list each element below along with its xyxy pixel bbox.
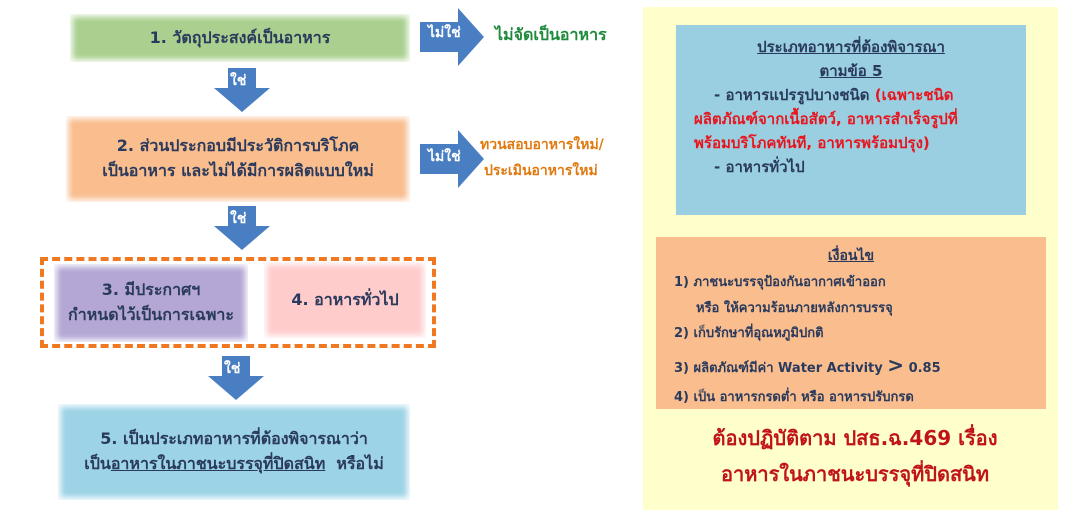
step4-text: 4. อาหารทั่วไป <box>291 289 399 309</box>
yes-arrow-2 <box>214 206 270 250</box>
step3-box: 3. มีประกาศฯ กำหนดไว้เป็นการเฉพาะ <box>54 264 248 342</box>
condition-1-line1: 1) ภาชนะบรรจุป้องกันอากาศเข้าออก <box>674 275 886 291</box>
condition-3-symbol: > <box>887 353 905 378</box>
conclusion-line2: อาหารในภาชนะบรรจุที่ปิดสนิท <box>720 462 990 486</box>
condition-1-line2: หรือ ให้ความร้อนภายหลังการบรรจุ <box>696 300 893 316</box>
yes-label-3: ใช่ <box>224 361 241 377</box>
food-type-item-1-red-1: (เฉพาะชนิด <box>874 86 954 104</box>
step4-box: 4. อาหารทั่วไป <box>264 262 426 338</box>
conclusion: ต้องปฏิบัติตาม ปสธ.ฉ.469 เรื่อง อาหารในภ… <box>660 420 1050 492</box>
condition-4: 4) เป็น อาหารกรดต่ำ หรือ อาหารปรับกรด <box>674 390 914 406</box>
conclusion-line1: ต้องปฏิบัติตาม ปสธ.ฉ.469 เรื่อง <box>712 426 998 450</box>
food-type-item-1: - อาหารแปรรูปบางชนิด (เฉพาะชนิด <box>694 83 1008 107</box>
condition-3: 3) ผลิตภัณฑ์มีค่า Water Activity > 0.85 <box>674 346 1028 385</box>
yes-arrow-3 <box>208 356 264 400</box>
conditions-title: เงื่อนไข <box>827 248 875 264</box>
food-type-item-1-prefix: - อาหารแปรรูปบางชนิด <box>714 86 870 104</box>
condition-2: 2) เก็บรักษาที่อุณหภูมิปกติ <box>674 325 824 341</box>
step5-suffix: หรือไม่ <box>336 454 384 473</box>
yes-arrow-1 <box>214 68 270 112</box>
step5-text-line1: 5. เป็นประเภทอาหารที่ต้องพิจารณาว่า <box>100 429 368 449</box>
step2-text-line2: เป็นอาหาร และไม่ได้มีการผลิตแบบใหม่ <box>102 161 374 180</box>
yes-label-1: ใช่ <box>230 73 247 89</box>
no-label-1: ไม่ใช่ <box>428 25 461 41</box>
step1-box: 1. วัตถุประสงค์เป็นอาหาร <box>70 14 410 62</box>
food-type-item-1-red-2: ผลิตภัณฑ์จากเนื้อสัตว์, อาหารสำเร็จรูปที… <box>694 110 958 128</box>
food-types-panel: ประเภทอาหารที่ต้องพิจารณา ตามข้อ 5 - อาห… <box>676 25 1026 215</box>
no-arrow-1 <box>420 8 484 66</box>
no-result-1: ไม่จัดเป็นอาหาร <box>495 25 607 44</box>
step5-prefix: เป็น <box>84 454 111 473</box>
step2-text-line1: 2. ส่วนประกอบมีประวัติการบริโภค <box>116 136 360 156</box>
no-label-2: ไม่ใช่ <box>428 149 461 165</box>
no-arrow-2 <box>420 130 484 188</box>
step1-text: 1. วัตถุประสงค์เป็นอาหาร <box>149 27 331 47</box>
conditions-panel: เงื่อนไข 1) ภาชนะบรรจุป้องกันอากาศเข้าออ… <box>656 237 1046 409</box>
food-type-item-1-red-3: พร้อมบริโภคทันที, อาหารพร้อมปรุง) <box>694 134 930 152</box>
food-types-title-line2: ตามข้อ 5 <box>819 62 883 80</box>
step5-underlined: อาหารในภาชนะบรรจุที่ปิดสนิท <box>110 454 326 473</box>
yes-label-2: ใช่ <box>230 211 247 227</box>
no-result-2-line1: ทวนสอบอาหารใหม่/ <box>480 137 604 153</box>
condition-3-prefix: 3) ผลิตภัณฑ์มีค่า Water Activity <box>674 361 883 377</box>
step2-box: 2. ส่วนประกอบมีประวัติการบริโภค เป็นอาหา… <box>66 116 410 202</box>
food-type-item-2: - อาหารทั่วไป <box>714 158 805 176</box>
step5-box: 5. เป็นประเภทอาหารที่ต้องพิจารณาว่า เป็น… <box>58 404 410 500</box>
condition-3-value: 0.85 <box>908 361 941 377</box>
step5-text-line2: เป็นอาหารในภาชนะบรรจุที่ปิดสนิท หรือไม่ <box>84 452 384 477</box>
food-types-title-line1: ประเภทอาหารที่ต้องพิจารณา <box>757 38 945 56</box>
no-result-2-line2: ประเมินอาหารใหม่ <box>484 163 598 179</box>
options-dashed-frame <box>40 257 436 348</box>
step3-text-line2: กำหนดไว้เป็นการเฉพาะ <box>68 305 234 324</box>
step3-text-line1: 3. มีประกาศฯ <box>101 280 201 300</box>
